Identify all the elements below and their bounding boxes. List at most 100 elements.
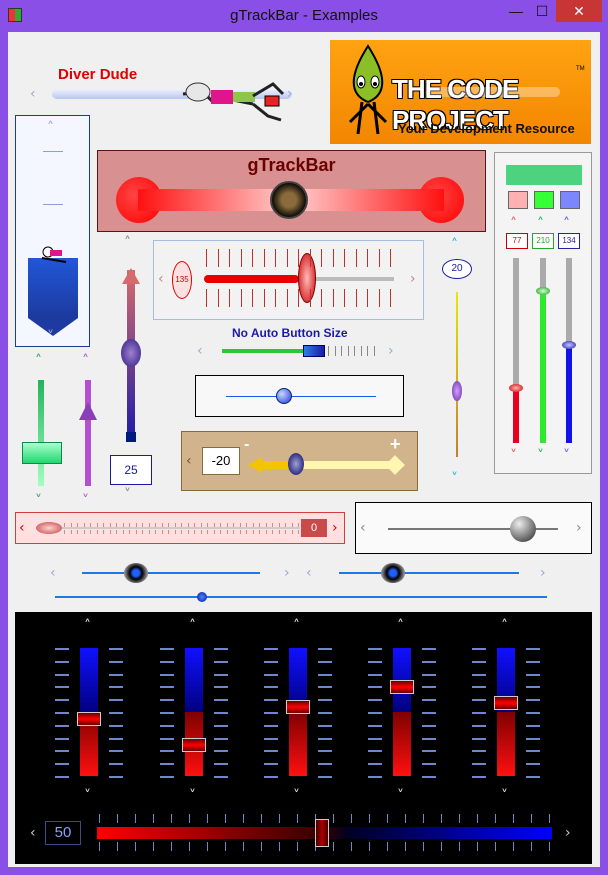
chevron-left-icon[interactable]: ‹ bbox=[30, 825, 36, 841]
chevron-down-icon[interactable]: ˅ bbox=[35, 493, 42, 509]
chevron-down-icon[interactable]: ˅ bbox=[451, 471, 458, 487]
maximize-button[interactable]: ☐ bbox=[535, 3, 549, 19]
tick-mark bbox=[246, 523, 247, 527]
grey-ball-thumb[interactable] bbox=[510, 516, 536, 542]
eyeball-track-1[interactable] bbox=[82, 572, 260, 574]
purple-vertical-track[interactable] bbox=[85, 380, 91, 486]
chevron-up-icon[interactable]: ˄ bbox=[397, 618, 404, 634]
chevron-right-icon[interactable]: › bbox=[284, 565, 290, 581]
tick-mark bbox=[360, 346, 362, 356]
mixer-thumb-5[interactable] bbox=[494, 695, 518, 710]
chevron-right-icon[interactable]: › bbox=[410, 271, 416, 287]
diver-icon[interactable] bbox=[173, 54, 291, 126]
mixer-thumb-4[interactable] bbox=[390, 680, 414, 695]
chevron-left-icon[interactable]: ‹ bbox=[158, 271, 164, 287]
eyeball-thumb-1[interactable] bbox=[124, 563, 148, 583]
banner-track[interactable] bbox=[426, 87, 560, 97]
long-blue-track[interactable] bbox=[55, 596, 547, 598]
mixer-thumb-3[interactable] bbox=[286, 699, 310, 714]
chevron-up-icon[interactable]: ˄ bbox=[124, 235, 131, 251]
chevron-up-icon[interactable]: ˄ bbox=[501, 618, 508, 634]
chevron-up-icon[interactable]: ˄ bbox=[47, 120, 54, 136]
tick-mark bbox=[214, 699, 228, 702]
navy-oval-thumb[interactable] bbox=[288, 453, 304, 475]
boxed-track[interactable] bbox=[226, 396, 376, 397]
green-vertical-track[interactable] bbox=[38, 380, 44, 486]
chevron-down-icon[interactable]: ˅ bbox=[82, 493, 89, 509]
tick-mark bbox=[214, 750, 228, 753]
eyeball-thumb-2[interactable] bbox=[381, 563, 405, 583]
chevron-left-icon[interactable]: ‹ bbox=[30, 86, 36, 102]
red-horizontal-track[interactable] bbox=[36, 527, 300, 529]
chevron-up-icon[interactable]: ˄ bbox=[537, 216, 544, 232]
diver-track[interactable] bbox=[52, 89, 292, 99]
green-block-thumb[interactable] bbox=[22, 442, 62, 464]
purple-triangle-thumb[interactable] bbox=[79, 402, 97, 420]
chevron-up-icon[interactable]: ˄ bbox=[189, 618, 196, 634]
eyeball-track-2[interactable] bbox=[339, 572, 519, 574]
mixer-thumb-1[interactable] bbox=[77, 712, 101, 727]
negative-track[interactable] bbox=[292, 461, 392, 469]
chevron-up-icon[interactable]: ˄ bbox=[563, 216, 570, 232]
balance-thumb[interactable] bbox=[315, 819, 329, 847]
long-blue-thumb[interactable] bbox=[197, 592, 207, 602]
chevron-up-icon[interactable]: ˄ bbox=[82, 353, 89, 369]
chevron-left-icon[interactable]: ‹ bbox=[360, 520, 366, 536]
blue-rect-thumb[interactable] bbox=[303, 345, 325, 357]
mixer-track-2[interactable] bbox=[185, 648, 203, 776]
red-lens-thumb[interactable] bbox=[36, 522, 62, 534]
chevron-down-icon[interactable]: ˅ bbox=[47, 329, 54, 345]
red-oval-thumb[interactable] bbox=[298, 253, 316, 303]
purple-drop-thumb[interactable] bbox=[452, 381, 462, 401]
green-thumb[interactable] bbox=[536, 287, 550, 296]
gtrackbar-thumb[interactable] bbox=[270, 181, 308, 219]
red-thumb[interactable] bbox=[509, 383, 523, 392]
chevron-right-icon[interactable]: › bbox=[332, 520, 338, 536]
chevron-right-icon[interactable]: › bbox=[576, 520, 582, 536]
chevron-down-icon[interactable]: ˅ bbox=[537, 448, 544, 464]
chevron-down-icon[interactable]: ˅ bbox=[563, 448, 570, 464]
chevron-down-icon[interactable]: ˅ bbox=[189, 788, 196, 804]
chevron-down-icon[interactable]: ˅ bbox=[510, 448, 517, 464]
chevron-down-icon[interactable]: ˅ bbox=[84, 788, 91, 804]
chevron-left-icon[interactable]: ‹ bbox=[306, 565, 312, 581]
blue-ball-thumb[interactable] bbox=[276, 388, 292, 404]
chevron-right-icon[interactable]: › bbox=[540, 565, 546, 581]
mixer-thumb-2[interactable] bbox=[182, 738, 206, 752]
tick-mark bbox=[368, 737, 382, 740]
diver-small-icon[interactable] bbox=[38, 244, 68, 268]
mixer-track-4[interactable] bbox=[393, 648, 411, 776]
chevron-down-icon[interactable]: ˅ bbox=[397, 788, 404, 804]
chevron-down-icon[interactable]: ˅ bbox=[293, 788, 300, 804]
chevron-up-icon[interactable]: ˄ bbox=[510, 216, 517, 232]
close-button[interactable]: ✕ bbox=[556, 0, 602, 22]
minimize-button[interactable]: — bbox=[509, 3, 523, 19]
vertical-gradient-thumb[interactable] bbox=[121, 339, 141, 367]
value-box-neg20: -20 bbox=[202, 447, 240, 475]
grey-track[interactable] bbox=[388, 528, 558, 530]
chevron-right-icon[interactable]: › bbox=[565, 825, 571, 841]
water-vertical-trackbar[interactable]: ˄ ˅ bbox=[15, 115, 90, 347]
mixer-value-box: 50 bbox=[45, 821, 81, 845]
minus-label: - bbox=[244, 436, 250, 453]
chevron-down-icon[interactable]: ˅ bbox=[124, 487, 131, 503]
mixer-track-1[interactable] bbox=[80, 648, 98, 776]
chevron-left-icon[interactable]: ‹ bbox=[186, 453, 192, 469]
chevron-up-icon[interactable]: ˄ bbox=[84, 618, 91, 634]
red-track-rest[interactable] bbox=[299, 277, 394, 281]
chevron-up-icon[interactable]: ˄ bbox=[35, 353, 42, 369]
chevron-up-icon[interactable]: ˄ bbox=[451, 237, 458, 253]
yellow-vertical-track[interactable] bbox=[456, 292, 458, 457]
chevron-right-icon[interactable]: › bbox=[287, 86, 293, 102]
blue-thumb[interactable] bbox=[562, 340, 576, 349]
red-track[interactable] bbox=[513, 258, 519, 443]
chevron-right-icon[interactable]: › bbox=[388, 343, 394, 359]
mixer-track-5[interactable] bbox=[497, 648, 515, 776]
chevron-left-icon[interactable]: ‹ bbox=[19, 520, 25, 536]
chevron-left-icon[interactable]: ‹ bbox=[197, 343, 203, 359]
chevron-down-icon[interactable]: ˅ bbox=[501, 788, 508, 804]
chevron-left-icon[interactable]: ‹ bbox=[50, 565, 56, 581]
tick-mark bbox=[369, 814, 370, 823]
chevron-up-icon[interactable]: ˄ bbox=[293, 618, 300, 634]
red-swatch bbox=[508, 191, 528, 209]
